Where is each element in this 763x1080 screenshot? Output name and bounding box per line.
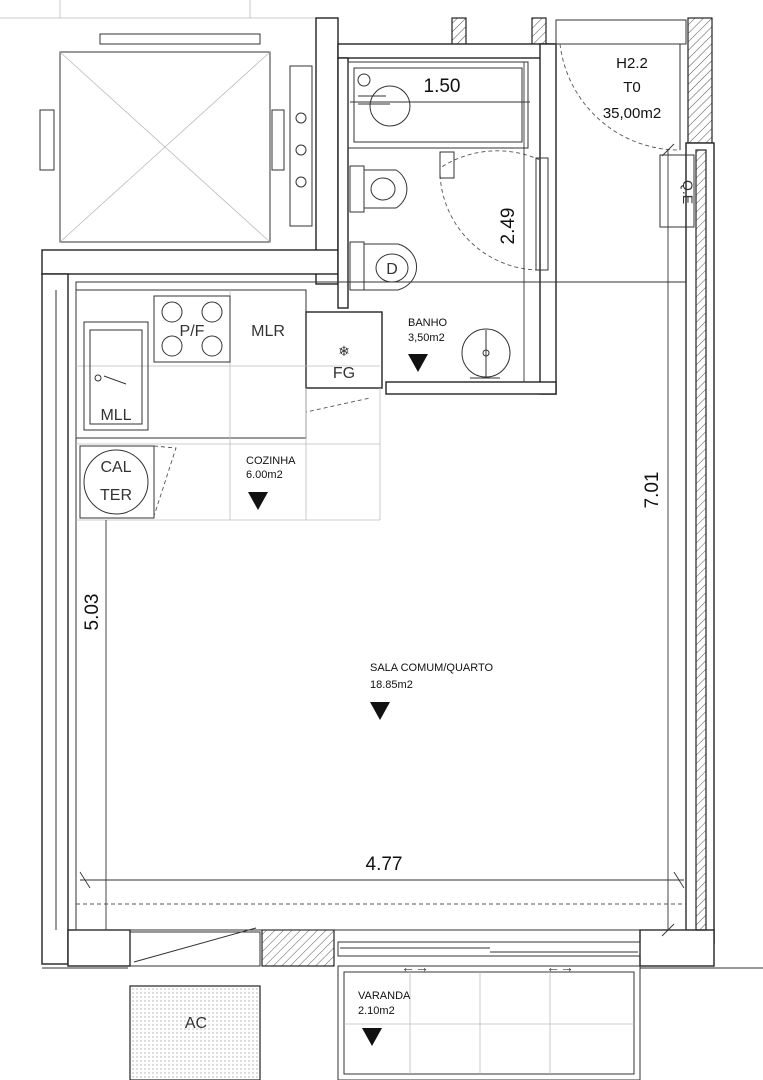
neighbour-core <box>0 0 320 243</box>
wall-bottom-hatch <box>261 929 335 967</box>
hob-label: P/F <box>180 323 205 340</box>
boiler <box>79 445 155 519</box>
room-marker-cozinha <box>248 492 268 510</box>
main-dimensions: 7.01 5.03 4.77 <box>76 143 686 937</box>
room-marker-banho <box>408 354 428 372</box>
main-room-outline <box>75 281 687 931</box>
unit-code: H2.2 <box>616 55 648 72</box>
room-name-cozinha: COZINHA <box>246 455 296 467</box>
dim-bath-length: 2.49 <box>498 208 519 245</box>
elec-panel-label: Q.E <box>680 180 696 204</box>
entrance-door <box>555 19 687 151</box>
room-area-banho: 3,50m2 <box>408 332 445 344</box>
electrical-panel: Q.E <box>659 154 696 228</box>
slide-arrow-icon: ←→ <box>401 959 429 975</box>
slide-arrow-icon: ←→ <box>546 959 574 975</box>
bathroom: D BANHO 3,50m2 <box>347 61 549 379</box>
dim-bath-width: 1.50 <box>424 76 461 97</box>
main-room: SALA COMUM/QUARTO 18.85m2 <box>370 662 494 720</box>
bath-dimensions: 1.50 2.49 <box>350 62 530 382</box>
ac-label: AC <box>185 1015 207 1032</box>
fridge-label: FG <box>333 365 355 382</box>
bidet <box>349 165 365 213</box>
ac-unit: AC <box>129 985 261 1080</box>
room-name-banho: BANHO <box>408 317 448 329</box>
washer-label: MLL <box>100 407 131 424</box>
room-area-cozinha: 6.00m2 <box>246 469 283 481</box>
unit-area: 35,00m2 <box>603 105 661 122</box>
bathtub <box>347 61 529 149</box>
dim-left-length: 5.03 <box>82 594 103 631</box>
washing-machine <box>83 321 149 431</box>
wall-right-hatch <box>695 149 707 931</box>
toilet <box>349 241 365 291</box>
toilet-label: D <box>386 261 398 278</box>
boiler-label-bottom: TER <box>100 487 132 504</box>
balcony: VARANDA 2.10m2 <box>337 965 641 1080</box>
fridge: ❄ FG <box>305 311 383 413</box>
room-area-sala: 18.85m2 <box>370 679 413 691</box>
snowflake-icon: ❄ <box>338 343 350 359</box>
room-marker-varanda <box>362 1028 382 1046</box>
unit-label: H2.2 T0 35,00m2 <box>603 55 661 122</box>
hob <box>153 295 231 363</box>
room-name-varanda: VARANDA <box>358 990 411 1002</box>
room-marker-sala <box>370 702 390 720</box>
walls <box>41 17 715 967</box>
dim-room-width: 4.77 <box>366 854 403 875</box>
unit-type: T0 <box>623 79 641 96</box>
wall-right-top-hatch <box>687 17 713 144</box>
room-name-sala: SALA COMUM/QUARTO <box>370 662 494 674</box>
room-area-varanda: 2.10m2 <box>358 1005 395 1017</box>
kitchen: P/F MLR MLL CAL TER COZINHA 6.00m2 <box>75 289 381 521</box>
balcony-door: ←→ ←→ <box>129 927 641 975</box>
boiler-label-top: CAL <box>100 459 131 476</box>
dim-room-length: 7.01 <box>642 472 663 509</box>
dishwasher-label: MLR <box>251 323 285 340</box>
